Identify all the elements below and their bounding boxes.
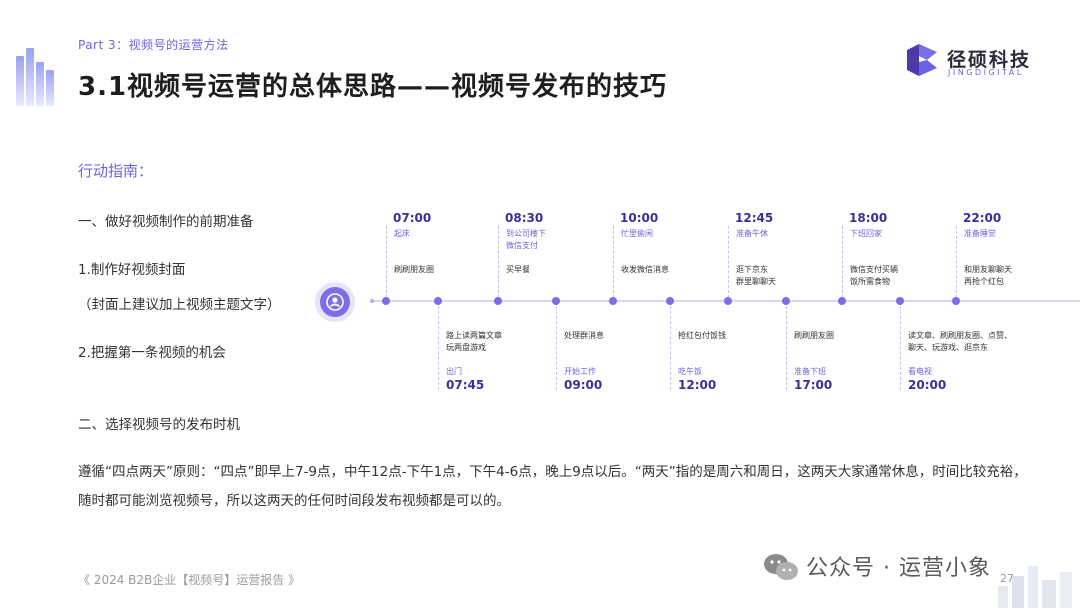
timeline-dot — [724, 297, 732, 305]
publishing-principle: 遵循“四点两天”原则：“四点”即早上7-9点，中午12点-下午1点，下午4-6点… — [78, 464, 1027, 509]
timeline-dot — [494, 297, 502, 305]
timeline-dot — [552, 297, 560, 305]
timeline-dot — [382, 297, 390, 305]
timeline-label: 准备睡觉 — [964, 229, 996, 238]
timeline-connector — [438, 306, 439, 390]
report-footer: 《 2024 B2B企业【视频号】运营报告 》 — [78, 573, 301, 587]
timeline-label: 准备午休 — [736, 229, 768, 238]
timeline-label: 微信支付 — [506, 241, 538, 250]
decorative-bars — [14, 46, 60, 106]
timeline-connector — [386, 226, 387, 298]
wechat-icon — [764, 554, 798, 580]
logo-text-en: JINGDIGITAL — [948, 68, 1024, 77]
timeline-desc: 刷刷朋友圈 — [794, 331, 834, 340]
guide-heading: 行动指南： — [78, 162, 154, 180]
timeline-desc: 抢红包付饭钱 — [678, 331, 726, 340]
timeline-time: 08:30 — [505, 211, 544, 225]
timeline-desc: 路上读两篇文章 — [446, 331, 502, 340]
timeline-dot — [952, 297, 960, 305]
timeline-desc: 聊天、玩游戏、逛京东 — [908, 343, 988, 352]
timeline-dot — [666, 297, 674, 305]
timeline-time: 12:00 — [678, 378, 717, 392]
timeline-desc: 刷刷朋友圈 — [394, 265, 434, 274]
timeline-desc: 饭所需食物 — [850, 277, 890, 286]
timeline-desc: 读文章、刷刷朋友圈、点赞、 — [908, 331, 1012, 340]
timeline-time: 17:00 — [794, 378, 833, 392]
timeline-desc: 玩两盘游戏 — [446, 343, 486, 352]
timeline-connector — [498, 226, 499, 298]
timeline-time: 10:00 — [620, 211, 659, 225]
timeline-label: 下班回家 — [850, 229, 882, 238]
timeline-start-dot — [370, 299, 374, 303]
cover-note: （封面上建议加上视频主题文字） — [78, 297, 281, 313]
section-kicker: Part 3：视频号的运营方法 — [78, 38, 229, 52]
timeline-desc: 买早餐 — [506, 265, 530, 274]
first-video-tip: 2.把握第一条视频的机会 — [78, 345, 226, 361]
timeline-connector — [900, 306, 901, 390]
timeline-dot — [838, 297, 846, 305]
timeline-time: 22:00 — [963, 211, 1002, 225]
timeline-label: 吃午饭 — [678, 367, 702, 376]
page-number: 27 — [1000, 572, 1014, 585]
step-two: 二、选择视频号的发布时机 — [78, 417, 240, 433]
timeline-desc: 和朋友聊聊天 — [964, 265, 1012, 274]
timeline-dot — [896, 297, 904, 305]
timeline-time: 20:00 — [908, 378, 947, 392]
timeline-connector — [786, 306, 787, 390]
timeline-label: 准备下班 — [794, 367, 826, 376]
cover-tip: 1.制作好视频封面 — [78, 262, 186, 278]
timeline-dot — [434, 297, 442, 305]
timeline-connector — [842, 226, 843, 298]
user-avatar-icon — [320, 287, 350, 317]
timeline-time: 07:45 — [446, 378, 485, 392]
logo-text-cn: 径硕科技 — [947, 49, 1032, 71]
timeline-label: 看电视 — [908, 367, 932, 376]
timeline-connector — [956, 226, 957, 298]
timeline-desc: 再抢个红包 — [964, 277, 1004, 286]
timeline-desc: 逛下京东 — [736, 265, 768, 274]
timeline-connector — [556, 306, 557, 390]
timeline-label: 起床 — [394, 229, 410, 238]
timeline-dot — [782, 297, 790, 305]
timeline-connector — [728, 226, 729, 298]
timeline-label: 忙里偷闲 — [621, 229, 653, 238]
timeline-label: 到公司楼下 — [506, 229, 546, 238]
timeline-desc: 群里聊聊天 — [736, 277, 776, 286]
timeline-time: 12:45 — [735, 211, 774, 225]
timeline-connector — [670, 306, 671, 390]
timeline-label: 出门 — [446, 367, 462, 376]
timeline-desc: 收发微信消息 — [621, 265, 669, 274]
timeline-dot — [609, 297, 617, 305]
watermark-text: 公众号 · 运营小象 — [806, 556, 991, 581]
timeline-time: 07:00 — [393, 211, 432, 225]
timeline-connector — [613, 226, 614, 298]
jingdigital-logo-icon — [907, 44, 937, 76]
timeline-time: 18:00 — [849, 211, 888, 225]
timeline-desc: 微信支付买辆 — [850, 265, 898, 274]
timeline-time: 09:00 — [564, 378, 603, 392]
page-title: 3.1视频号运营的总体思路——视频号发布的技巧 — [78, 72, 668, 102]
timeline-desc: 处理群消息 — [564, 331, 604, 340]
corner-decoration — [998, 566, 1072, 608]
step-one: 一、做好视频制作的前期准备 — [78, 214, 254, 230]
timeline-label: 开始工作 — [564, 367, 596, 376]
